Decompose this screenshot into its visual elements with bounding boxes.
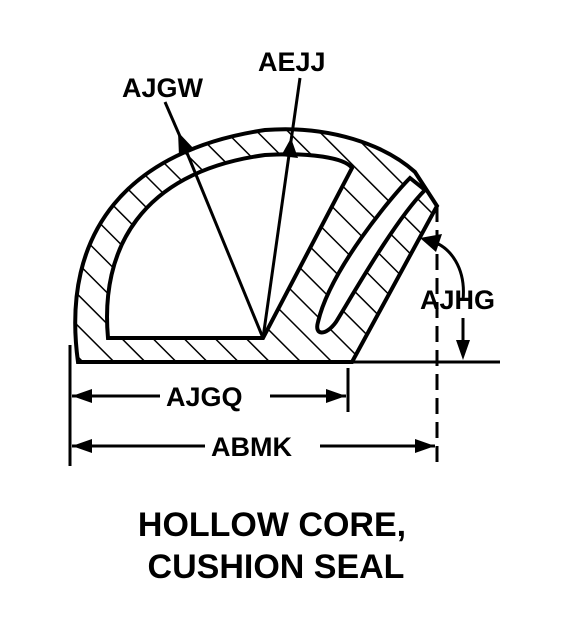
width-dimensions bbox=[68, 345, 435, 466]
label-ajgw: AJGW bbox=[122, 73, 204, 103]
angle-dimension bbox=[330, 206, 500, 470]
label-abmk: ABMK bbox=[211, 432, 292, 462]
arrowhead-abmk-left bbox=[72, 439, 92, 453]
arrowhead-ajgq-right bbox=[326, 389, 346, 403]
caption-line-1: HOLLOW CORE, bbox=[138, 506, 406, 544]
angle-arrowhead-top bbox=[420, 234, 442, 252]
radius-leaders bbox=[163, 77, 302, 339]
seal-slot bbox=[315, 175, 428, 335]
arrowhead-abmk-right bbox=[415, 439, 435, 453]
caption-line-2: CUSHION SEAL bbox=[148, 548, 405, 586]
seal-cross-section bbox=[73, 127, 440, 364]
label-ajgq: AJGQ bbox=[166, 382, 243, 412]
arrowhead-ajgq-left bbox=[72, 389, 92, 403]
label-ajhg: AJHG bbox=[420, 285, 495, 315]
angle-arrowhead-bottom bbox=[456, 340, 470, 360]
label-aejj: AEJJ bbox=[258, 47, 326, 77]
